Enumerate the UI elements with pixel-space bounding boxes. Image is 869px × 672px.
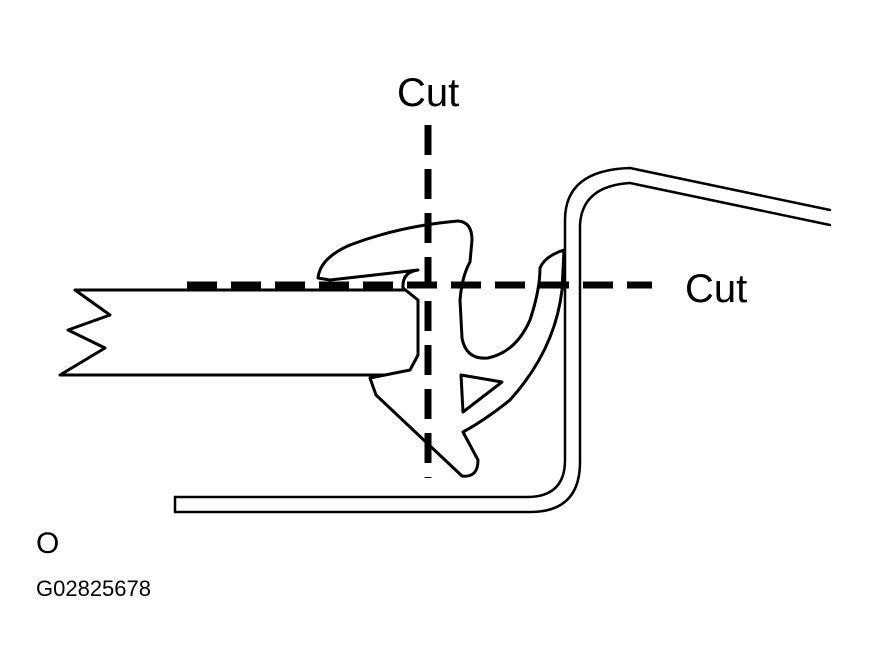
vertical-cut-label: Cut — [397, 71, 459, 115]
horizontal-cut-label: Cut — [685, 267, 747, 311]
weatherstrip-seal — [316, 219, 566, 478]
body-flange — [173, 166, 832, 514]
cut-lines — [187, 125, 652, 478]
glass-panel — [58, 288, 432, 377]
reference-letter: O — [36, 527, 59, 560]
figure-code: G02825678 — [36, 576, 151, 601]
